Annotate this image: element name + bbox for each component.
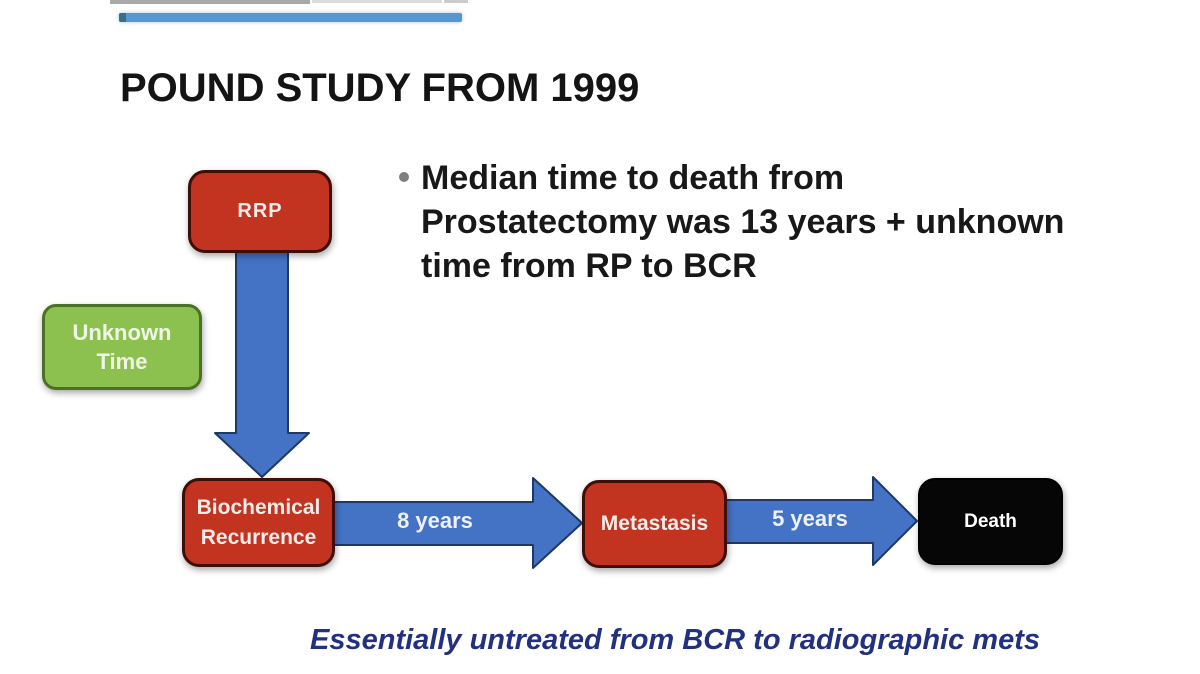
bullet-text: Median time to death from Prostatectomy … bbox=[421, 156, 1200, 288]
bullet-line: Median time to death from bbox=[421, 159, 845, 197]
node-rrp: RRP bbox=[188, 170, 332, 253]
node-unknown-time: Unknown Time bbox=[42, 304, 202, 390]
node-metastasis: Metastasis bbox=[582, 480, 727, 568]
node-biochemical-recurrence: Biochemical Recurrence bbox=[182, 478, 335, 567]
arrow-bcr-to-metastasis bbox=[331, 477, 583, 569]
top-edge-artifact bbox=[312, 0, 442, 3]
top-edge-artifact bbox=[444, 0, 468, 3]
edge-label-5-years: 5 years bbox=[772, 506, 848, 531]
arrow-metastasis-to-death bbox=[724, 476, 918, 566]
node-death: Death bbox=[918, 478, 1063, 565]
slide-title: POUND STUDY FROM 1999 bbox=[120, 66, 640, 110]
node-label: Death bbox=[964, 510, 1017, 532]
top-edge-artifact bbox=[110, 0, 310, 4]
edge-label-8-years: 8 years bbox=[397, 508, 473, 533]
node-label: Biochemical bbox=[196, 495, 321, 519]
bullet-line: time from RP to BCR bbox=[421, 247, 757, 285]
node-label: Recurrence bbox=[200, 525, 317, 549]
node-label: Metastasis bbox=[600, 512, 709, 535]
accent-bar bbox=[119, 13, 462, 22]
node-label: RRP bbox=[237, 200, 283, 222]
node-label: Unknown bbox=[72, 320, 172, 345]
node-label: Time bbox=[96, 349, 148, 374]
bullet-icon bbox=[399, 172, 409, 182]
arrow-down-rrp-to-bcr bbox=[214, 247, 310, 478]
footnote-text: Essentially untreated from BCR to radiog… bbox=[310, 624, 1040, 656]
bullet-line: Prostatectomy was 13 years + unknown bbox=[421, 203, 1065, 241]
accent-bar-tip bbox=[119, 13, 126, 22]
